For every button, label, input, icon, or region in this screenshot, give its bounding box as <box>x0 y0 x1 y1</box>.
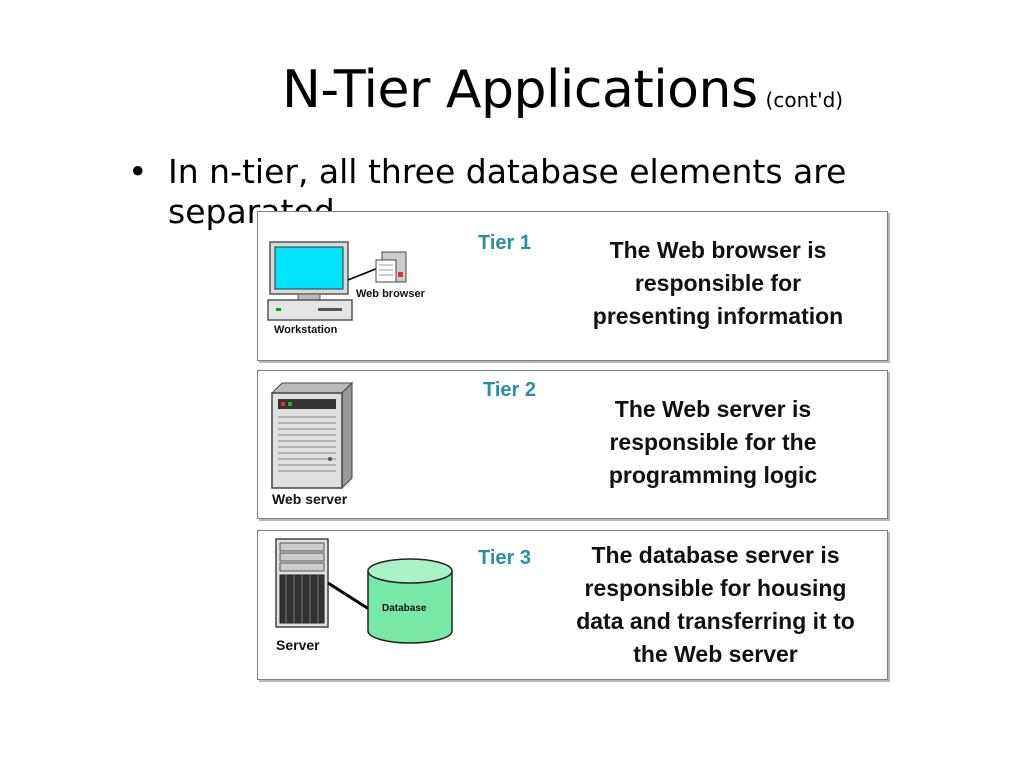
tier-3-label: Tier 3 <box>478 547 531 569</box>
tier-3-description: The database server is responsible for h… <box>548 539 883 671</box>
caption-database: Database <box>382 603 427 614</box>
web-server-icon <box>270 381 354 490</box>
desc-line: The database server is <box>591 542 840 568</box>
desc-line: The Web server is <box>614 396 812 422</box>
desc-line: responsible for the <box>609 429 817 455</box>
tier-2-description: The Web server is responsible for the pr… <box>558 393 868 492</box>
desc-line: responsible for <box>634 270 802 296</box>
desc-line: data and transferring it to <box>576 608 855 634</box>
workstation-icon <box>267 241 353 321</box>
server-icon <box>275 538 329 628</box>
bullet-text: In n-tier, all three database elements a… <box>168 152 847 231</box>
desc-line: programming logic <box>608 462 818 488</box>
tier-1-label: Tier 1 <box>478 232 531 254</box>
desc-line: The Web browser is <box>609 237 827 263</box>
bullet-dot: • <box>128 152 148 191</box>
tier-2-panel: Web server Tier 2 The Web server is resp… <box>257 370 888 519</box>
desc-line: presenting information <box>592 303 844 329</box>
title-suffix: (cont'd) <box>765 88 844 112</box>
caption-server: Server <box>276 637 320 653</box>
tier-1-description: The Web browser is responsible for prese… <box>563 234 873 333</box>
tier-2-label: Tier 2 <box>483 379 536 401</box>
title-main: N-Tier Applications <box>282 60 758 120</box>
database-icon <box>367 558 453 644</box>
desc-line: the Web server <box>633 641 798 667</box>
tier-1-panel: Web browser Workstation Tier 1 The Web b… <box>257 211 888 361</box>
tier-3-panel: Database Server Tier 3 The database serv… <box>257 530 888 680</box>
caption-web-browser: Web browser <box>356 288 425 300</box>
slide-title: N-Tier Applications (cont'd) <box>282 60 843 120</box>
caption-workstation: Workstation <box>274 324 338 336</box>
desc-line: responsible for housing <box>584 575 847 601</box>
connector-line <box>327 581 373 613</box>
n-tier-diagram: Web browser Workstation Tier 1 The Web b… <box>257 211 888 681</box>
web-browser-icon <box>347 251 407 283</box>
caption-web-server: Web server <box>272 491 348 507</box>
